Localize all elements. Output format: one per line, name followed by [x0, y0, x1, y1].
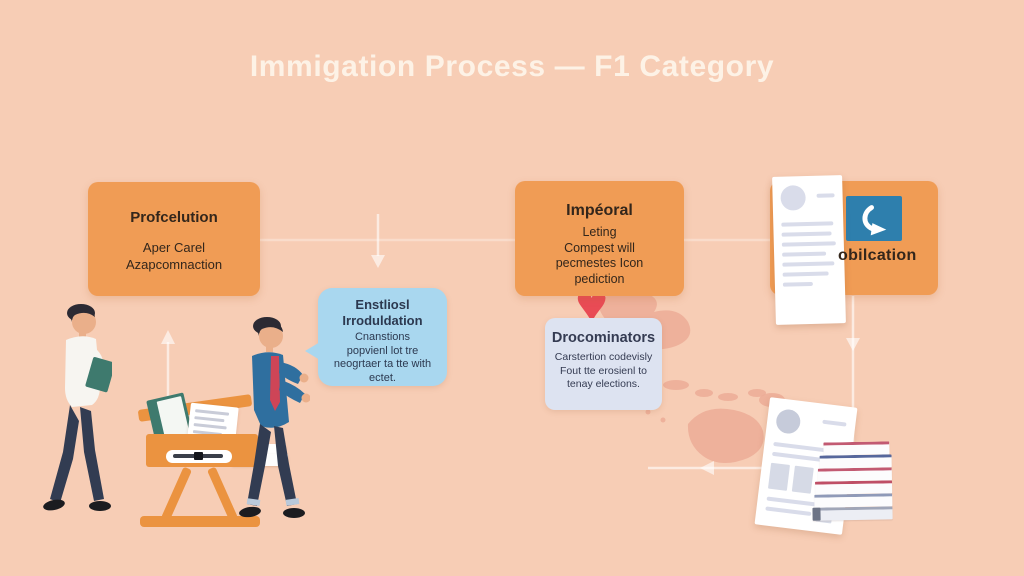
map-australia-landmass [687, 408, 764, 464]
bubble-body-line: popvienl lot tre [346, 344, 419, 357]
hand [299, 373, 309, 383]
hair-fringe [71, 307, 95, 322]
document-illustration [772, 175, 846, 325]
hand [301, 393, 310, 403]
trouser-cuff [285, 498, 300, 506]
head [72, 310, 96, 334]
person-walking-illustration [43, 304, 112, 511]
card-body-line: tenay elections. [567, 378, 640, 390]
leg-front [80, 407, 104, 501]
bubble-heading-line: Irroduldation [342, 313, 423, 328]
photo-placeholder [791, 465, 814, 494]
seal-stamp [774, 408, 802, 435]
head [259, 324, 283, 348]
neck [79, 330, 86, 338]
desk-leg [161, 466, 192, 522]
leg-back [247, 424, 271, 506]
shoe [239, 506, 261, 518]
book-spine [812, 506, 893, 521]
doc-line [782, 251, 827, 257]
shoe [43, 499, 65, 511]
doc-line [781, 241, 836, 247]
bubble-body-line: neogrtaer ta tte with [333, 358, 432, 370]
speech-bubble: Enstliosl Irroduldation Cnanstions popvi… [305, 288, 447, 386]
stage-box-1: Profcelution Aper Carel Azapcomnaction [88, 182, 260, 296]
leg-back [50, 405, 79, 503]
photo-placeholder [767, 462, 790, 491]
pen-clip [194, 452, 203, 460]
arrow-down-icon [371, 214, 385, 268]
doc-line [816, 193, 835, 198]
arrow-up-icon [161, 330, 175, 398]
card-heading: Drocominators [551, 330, 656, 346]
doc-line [782, 281, 813, 287]
tie [270, 356, 280, 411]
paper-line [195, 409, 230, 416]
page-title: Immigation Process — F1 Category [249, 50, 775, 83]
stage2-heading: Impéoral [566, 202, 633, 219]
stage2-body-line: pecmestes Icon [555, 256, 644, 270]
book-spine [819, 454, 892, 469]
card-body-line: Fout tte erosienl to [560, 364, 647, 377]
map-island [663, 380, 689, 390]
doc-line [822, 419, 847, 427]
map-island [695, 389, 713, 397]
book-spine [814, 480, 893, 495]
bubble-body-line: ectet. [369, 371, 396, 384]
doc-line [781, 221, 834, 227]
pen-tray [166, 450, 232, 463]
shoe [89, 501, 111, 511]
map-island [718, 393, 738, 401]
card-body-line: Carstertion codevisly [554, 351, 653, 363]
info-card: Drocominators Carstertion codevisly Fout… [545, 318, 662, 410]
doc-line [782, 271, 829, 277]
bubble-heading-line: Enstliosl [355, 297, 410, 312]
doc-line [781, 231, 832, 237]
arm-upper [279, 362, 303, 384]
stage2-body-line: Leting [582, 225, 617, 239]
person-presenting-illustration [239, 317, 310, 518]
arm-lower [279, 380, 305, 403]
folder [85, 357, 112, 393]
stage-box-2: Impéoral Leting Compest will pecmestes I… [515, 181, 684, 296]
desk-base [140, 516, 260, 527]
doc-line [765, 506, 812, 516]
stage2-body-line: pediction [574, 271, 625, 286]
paper-line [194, 416, 225, 423]
leg-front [274, 426, 297, 506]
hair-fringe [258, 321, 283, 336]
map-island [748, 389, 766, 397]
curved-arrow-glyph [862, 204, 887, 235]
trouser-cuff [246, 498, 261, 506]
book-spine [817, 467, 892, 482]
book-spine [823, 441, 890, 456]
stage1-body-line: Azapcomnaction [125, 257, 223, 272]
map-dot [660, 417, 666, 423]
redo-arrow-icon [846, 196, 902, 241]
speech-bubble-tail [305, 342, 320, 360]
map-dot [645, 409, 651, 415]
avatar-placeholder [780, 185, 806, 211]
shoe [283, 508, 305, 518]
books-stack-illustration [811, 441, 896, 522]
neck [266, 344, 273, 352]
doc-line [782, 261, 835, 267]
lectern-desk-illustration [137, 388, 300, 533]
stage2-body-line: Compest will [564, 240, 635, 255]
stage1-body-line: Aper Carel [142, 240, 206, 255]
bubble-body-line: Cnanstions [354, 331, 411, 343]
stage3-label: obilcation [838, 247, 917, 264]
stage1-heading: Profcelution [130, 209, 218, 226]
paper-line [193, 423, 228, 430]
